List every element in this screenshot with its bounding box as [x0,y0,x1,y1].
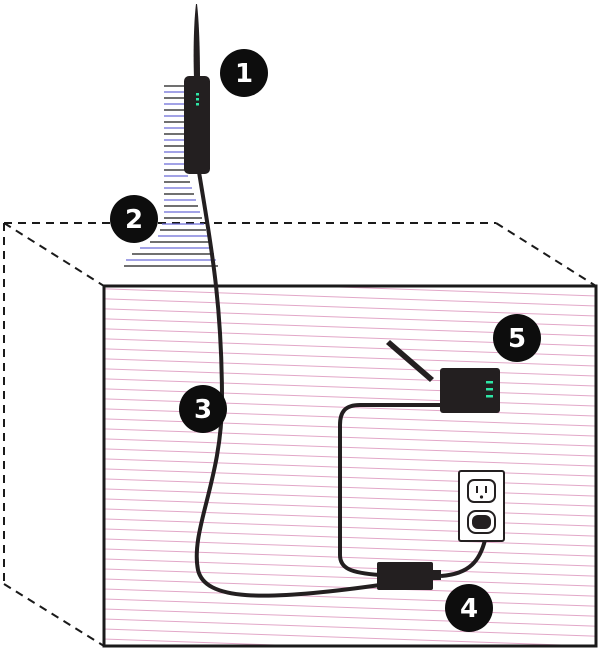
ethernet-cable [194,170,382,598]
svg-text:3: 3 [194,395,212,425]
antenna-led [196,93,199,96]
plug [472,515,491,529]
svg-text:2: 2 [125,205,143,235]
outdoor-antenna [184,4,210,174]
power-adapter [377,562,441,590]
router-cable [338,403,440,577]
callout-badge-1: 1 [220,49,268,97]
callout-badge-3: 3 [179,385,227,433]
callout-badge-2: 2 [110,195,158,243]
router-led [486,381,493,384]
svg-text:1: 1 [235,59,253,89]
house-outline-dashed [3,222,597,647]
svg-text:4: 4 [460,594,478,624]
callout-badge-4: 4 [445,584,493,632]
roof-mount [124,85,218,267]
wall-outlet [458,470,505,542]
indoor-router [386,340,500,413]
callout-badge-5: 5 [493,314,541,362]
svg-text:5: 5 [508,324,526,354]
